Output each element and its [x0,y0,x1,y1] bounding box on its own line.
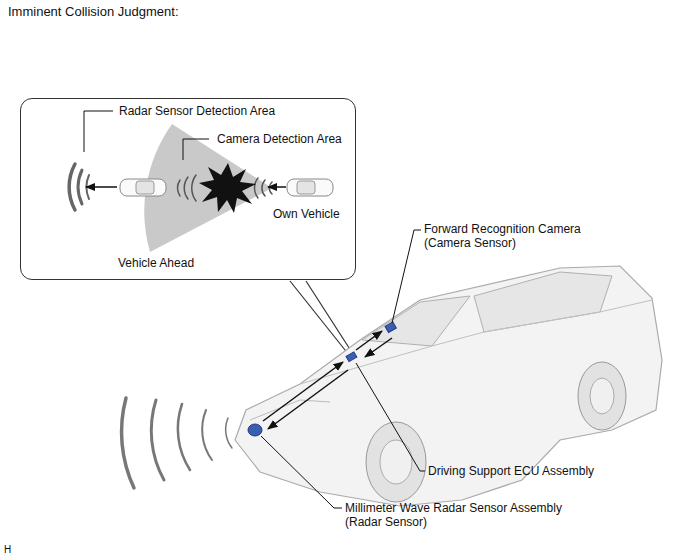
figure-code: H [4,543,24,557]
vehicle-illustration [122,230,662,508]
area-label: Camera Detection Area [215,132,344,146]
inset-panel: Radar Sensor Detection AreaCamera Detect… [20,98,356,280]
vehicle-ahead [120,179,166,196]
title: Imminent Collision Judgment: [8,5,179,19]
part-label: Driving Support ECU Assembly [428,464,648,478]
part-label: Millimeter Wave Radar Sensor Assembly (R… [345,501,595,529]
radar-sensor [248,424,262,436]
collision-star [199,163,256,213]
own-vehicle [287,179,333,196]
inset-pointer [290,281,353,355]
ecu [346,352,357,362]
area-label: Radar Sensor Detection Area [119,104,275,118]
vehicle-label: Own Vehicle [273,207,340,221]
camera [385,322,396,333]
part-label: Forward Recognition Camera (Camera Senso… [424,222,604,250]
vehicle-label: Vehicle Ahead [118,256,194,270]
